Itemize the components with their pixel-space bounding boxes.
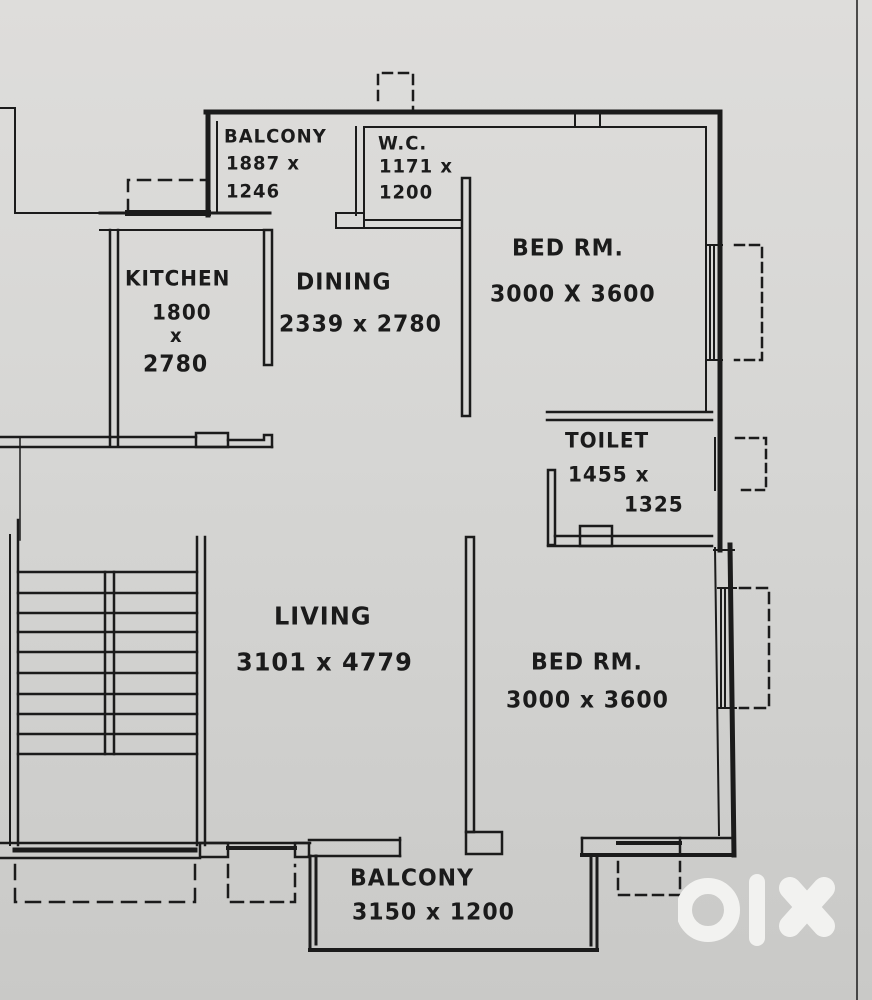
room-dim-bedroom-1: 3000 X 3600 xyxy=(490,281,656,308)
room-dim-toilet-1: 1455 x xyxy=(568,461,650,487)
room-dim-kitchen-2: 2780 xyxy=(143,351,209,378)
toilet-walls xyxy=(545,410,714,548)
room-label-bedroom-1: BED RM. xyxy=(512,235,624,262)
bedroom-2-bottom-wall xyxy=(580,836,736,857)
room-dim-balcony-bottom: 3150 x 1200 xyxy=(352,899,515,926)
living-bedroom-partition xyxy=(464,535,476,834)
window-toilet xyxy=(714,437,720,491)
balcony-bottom-walls xyxy=(308,853,599,952)
olx-x-icon xyxy=(779,877,835,937)
partition-end-block xyxy=(464,830,504,856)
room-label-balcony-bottom: BALCONY xyxy=(350,865,475,892)
dining-bedroom-partition xyxy=(460,176,472,418)
room-dim-living: 3101 x 4779 xyxy=(236,647,413,677)
room-label-bedroom-2: BED RM. xyxy=(531,649,643,676)
room-label-wc: W.C. xyxy=(378,132,428,155)
room-label-dining: DINING xyxy=(296,269,392,296)
room-dim-kitchen-sep: x xyxy=(170,325,183,348)
room-dim-balcony-top-2: 1246 xyxy=(226,180,281,203)
staircase xyxy=(9,518,207,847)
balcony-top-projection-dashed xyxy=(126,178,207,214)
room-dim-wc-2: 1200 xyxy=(379,181,434,204)
olx-l-icon xyxy=(749,874,765,946)
room-dim-bedroom-2: 3000 x 3600 xyxy=(506,687,669,714)
bedroom-2-bottom-projection-dashed xyxy=(616,860,682,897)
room-label-toilet: TOILET xyxy=(565,427,650,453)
bedroom-1-projection-dashed xyxy=(733,243,764,362)
wc-partition xyxy=(335,126,461,229)
room-label-living: LIVING xyxy=(274,601,372,631)
outer-wall-top xyxy=(203,109,723,128)
toilet-projection-dashed xyxy=(734,436,768,492)
window-bedroom-2 xyxy=(717,587,737,709)
olx-o-icon xyxy=(678,878,740,942)
room-label-balcony-top: BALCONY xyxy=(224,125,327,148)
room-dim-balcony-top-1: 1887 x xyxy=(226,152,300,175)
room-dim-wc-1: 1171 x xyxy=(379,155,453,178)
outer-wall-bottom xyxy=(0,836,402,860)
living-projection-dashed xyxy=(13,863,197,904)
kitchen-walls xyxy=(0,228,274,541)
room-dim-kitchen-1: 1800 xyxy=(152,299,212,325)
left-wing-outline xyxy=(0,107,101,214)
room-dim-dining: 2339 x 2780 xyxy=(279,311,442,338)
wc-vent-dashed xyxy=(376,71,415,112)
room-dim-toilet-2: 1325 xyxy=(624,491,684,517)
bedroom-2-projection-dashed xyxy=(738,586,771,710)
stair-projection-dashed xyxy=(226,863,297,904)
window-bedroom-1 xyxy=(707,244,723,361)
room-label-kitchen: KITCHEN xyxy=(125,265,231,291)
olx-watermark-logo xyxy=(678,874,835,946)
